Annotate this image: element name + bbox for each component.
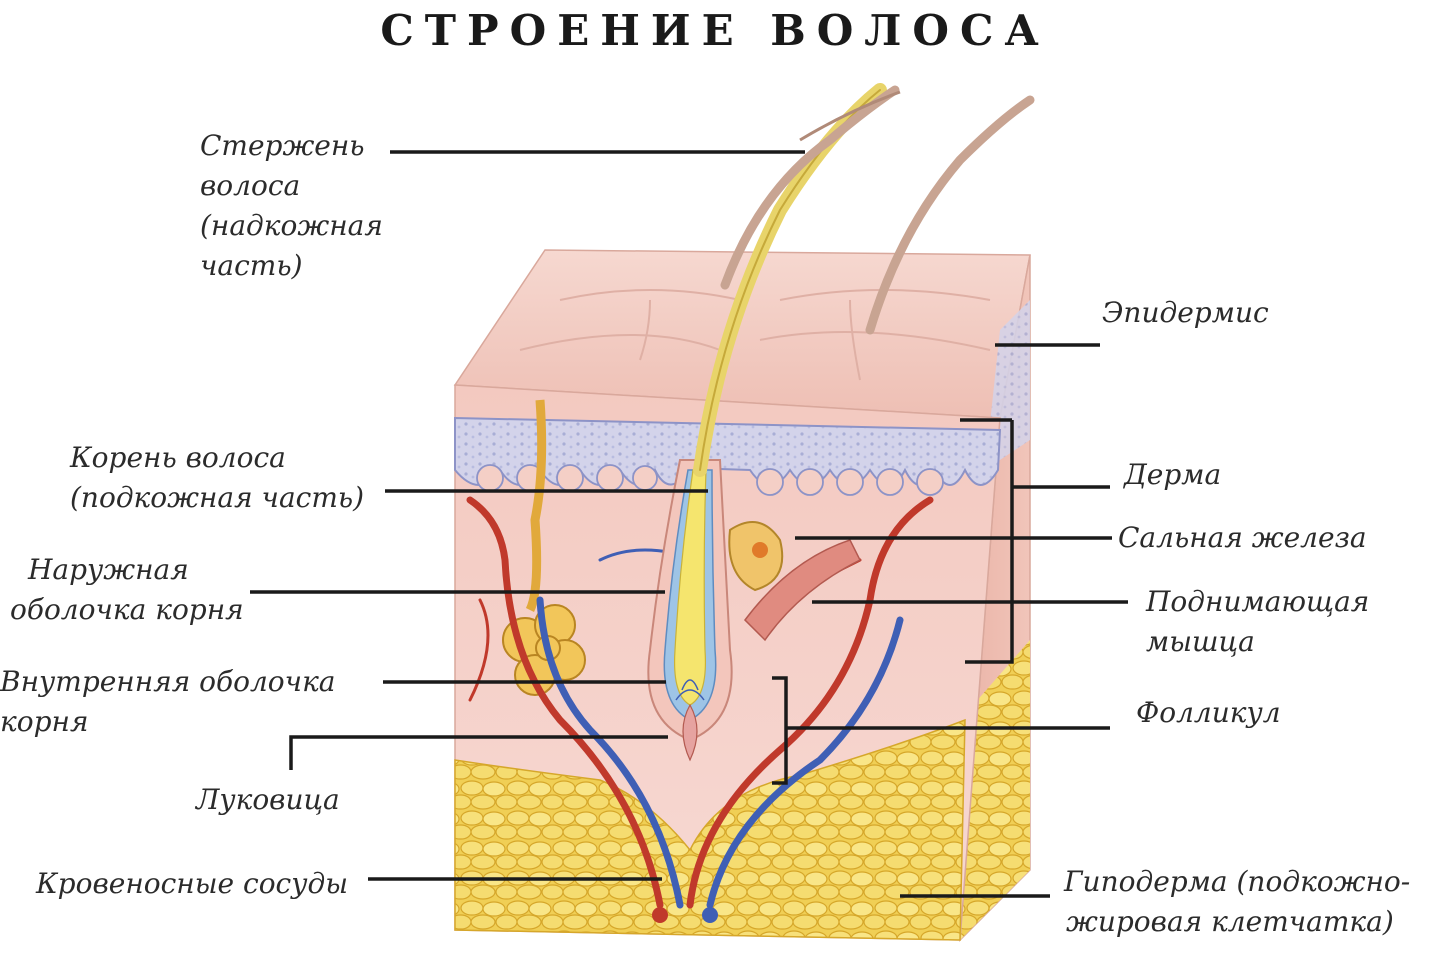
label-epidermis: Эпидермис	[1102, 296, 1269, 329]
label-blood-vessels: Кровеносные сосуды	[36, 867, 349, 900]
label-derma: Дерма	[1124, 458, 1222, 491]
page-title: СТРОЕНИЕ ВОЛОСА	[380, 6, 1050, 55]
label-hypodermis: Гиподерма (подкожно-жировая клетчатка)	[1064, 865, 1411, 938]
label-bulb: Луковица	[196, 783, 340, 816]
label-follicle: Фолликул	[1136, 696, 1281, 729]
label-hair-root: Корень волоса(подкожная часть)	[70, 441, 365, 514]
label-sebaceous-gland: Сальная железа	[1118, 521, 1367, 554]
